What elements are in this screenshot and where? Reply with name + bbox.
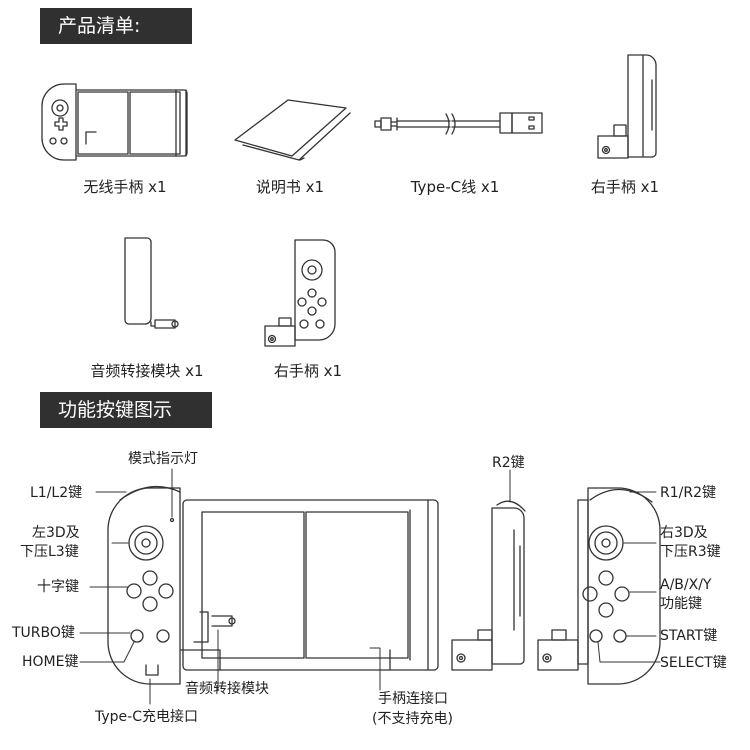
section-title-functions: 功能按键图示 <box>40 392 212 428</box>
section-title-contents: 产品清单: <box>40 8 192 44</box>
label-abxy-1: A/B/X/Y <box>660 577 712 593</box>
label-right3d-1: 右3D及 <box>660 525 708 541</box>
audio-module-icon <box>124 237 179 329</box>
manual-icon <box>234 99 351 161</box>
label-left3d-2: 下压L3键 <box>20 544 79 560</box>
caption-manual: 说明书 x1 <box>255 178 325 196</box>
cable-icon <box>374 112 543 135</box>
label-left3d-1: 左3D及 <box>32 525 80 541</box>
right-grip-front-icon <box>264 239 336 347</box>
label-dpad: 十字键 <box>37 579 79 595</box>
label-r1r2: R1/R2键 <box>660 485 716 501</box>
caption-right-grip-2: 右手柄 x1 <box>273 362 343 380</box>
label-select: SELECT键 <box>660 655 727 671</box>
label-right3d-2: 下压R3键 <box>660 544 721 560</box>
label-home: HOME键 <box>22 654 79 670</box>
label-mode-light: 模式指示灯 <box>128 451 198 467</box>
right-grip-icon <box>597 54 657 159</box>
label-abxy-2: 功能键 <box>660 596 702 612</box>
large-controller <box>107 486 661 685</box>
caption-right-grip-1: 右手柄 x1 <box>590 178 660 196</box>
caption-audio-module: 音频转接模块 x1 <box>90 362 204 380</box>
label-l1l2: L1/L2键 <box>30 485 83 501</box>
caption-typec-cable: Type-C线 x1 <box>410 178 500 196</box>
label-grip-port-note: (不支持充电) <box>372 711 453 727</box>
label-typec-port: Type-C充电接口 <box>95 709 198 725</box>
label-r2: R2键 <box>492 455 525 471</box>
label-audio-module: 音频转接模块 <box>185 681 269 697</box>
label-start: START键 <box>660 628 718 644</box>
leader-lines <box>79 468 661 705</box>
caption-wireless-controller: 无线手柄 x1 <box>83 178 167 196</box>
label-grip-port: 手柄连接口 <box>378 691 448 707</box>
controller-icon <box>41 83 188 161</box>
label-turbo: TURBO键 <box>12 625 75 641</box>
